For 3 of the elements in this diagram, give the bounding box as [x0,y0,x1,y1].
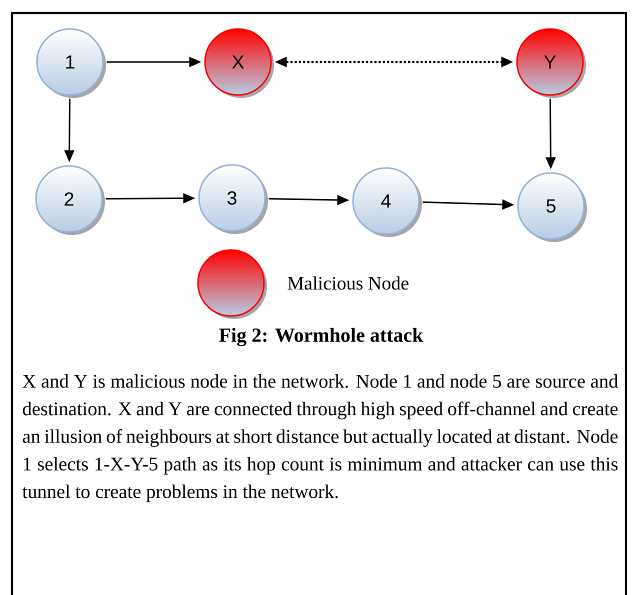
description-paragraph: X and Y is malicious node in the network. Node 1 and node 5 are source and destination. X and Y are connected through high speed off-channel and create an illusion of neighbours at short distance but actually located at distant. Node 1 selects 1-X-Y-5 path as its hop count is minimum and attacker can use this tunnel to create problems in the network. [22,374,618,502]
figure-caption: Fig 2: Wormhole attack [219,328,424,346]
legend-label: Malicious Node [288,276,408,290]
